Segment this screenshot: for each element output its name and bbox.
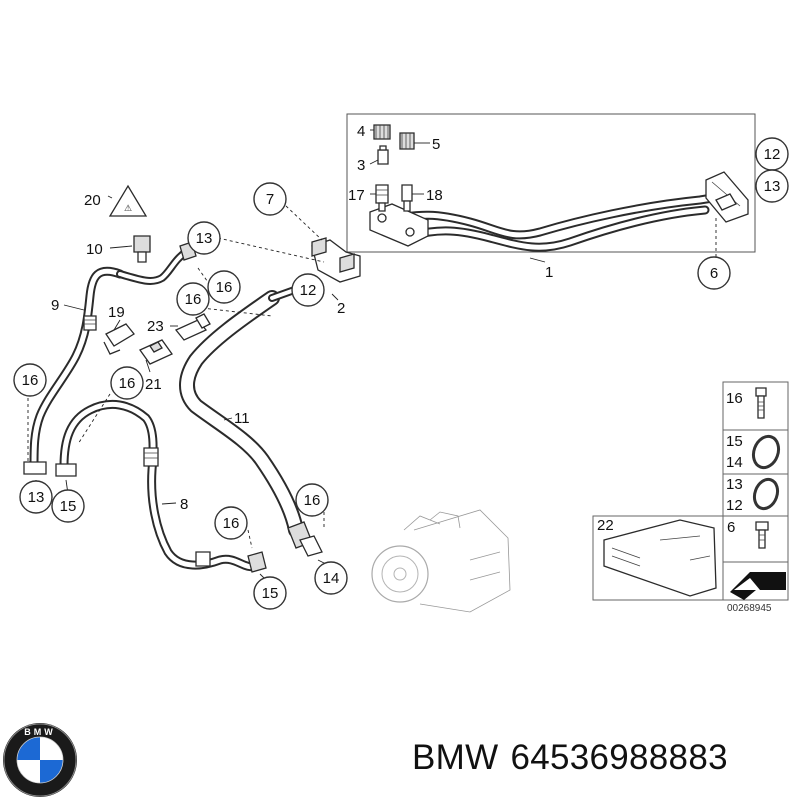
callout-9: 9	[51, 297, 59, 314]
callout-circles	[13, 137, 789, 610]
pipe-upper-link	[116, 241, 197, 285]
callout-14-low: 14	[323, 570, 340, 587]
bracket-2	[311, 237, 361, 283]
callout-14-circle	[314, 561, 348, 595]
part-20-warning-label: ⚠	[108, 184, 148, 217]
callout-13-upper: 13	[764, 178, 781, 195]
callout-1: 1	[545, 264, 553, 281]
callout-12-upper: 12	[764, 146, 781, 163]
part-number: 64536988883	[510, 738, 728, 777]
callout-4: 4	[357, 123, 365, 140]
part-19	[103, 323, 135, 355]
svg-text:⚠: ⚠	[124, 203, 132, 213]
callout-15-bottom: 15	[262, 585, 279, 602]
callout-5: 5	[432, 136, 440, 153]
inset-22: 22	[597, 517, 614, 534]
callout-13-circle	[755, 169, 789, 203]
inset-16: 16	[726, 390, 743, 407]
inset-14: 14	[726, 454, 743, 471]
callout-19: 19	[108, 304, 125, 321]
callout-labels: 1 2 3 4 5 6 7 8 9 10 11 12 13 13 16 16 1…	[22, 123, 781, 602]
callout-16-e: 16	[304, 492, 321, 509]
callout-16-circle	[295, 483, 329, 517]
callout-13-circle	[187, 221, 221, 255]
callout-16-circle	[13, 363, 47, 397]
inset-13: 13	[726, 476, 743, 493]
callout-21: 21	[145, 376, 162, 393]
callout-16-f: 16	[223, 515, 240, 532]
callout-16-c: 16	[22, 372, 39, 389]
block-connector	[369, 203, 429, 247]
callout-16-a: 16	[216, 279, 233, 296]
callout-10: 10	[86, 241, 103, 258]
brand-name: BMW	[412, 738, 499, 777]
callout-2: 2	[337, 300, 345, 317]
callout-13-low: 13	[28, 489, 45, 506]
bmw-roundel-icon: BMW	[3, 723, 77, 797]
callout-6: 6	[710, 265, 718, 282]
callout-20: 20	[84, 192, 101, 209]
leader-lines	[27, 129, 762, 583]
callout-11: 11	[234, 410, 250, 427]
callout-15-circle	[51, 489, 85, 523]
callout-17: 17	[348, 187, 365, 204]
valve-stack-left	[373, 124, 391, 212]
callout-8: 8	[180, 496, 188, 513]
callout-16-circle	[214, 506, 248, 540]
inset-legend: 00268945	[592, 381, 789, 614]
callout-16-circle	[110, 366, 144, 400]
compressor-illustration	[371, 509, 511, 613]
callout-16-circle	[207, 270, 241, 304]
valve-stack-right	[399, 132, 415, 212]
callout-3: 3	[357, 157, 365, 174]
assembly-frame	[346, 113, 756, 253]
callout-6-circle	[697, 256, 731, 290]
callout-15-low: 15	[60, 498, 77, 515]
diagram-number: 00268945	[727, 603, 772, 614]
inset-6: 6	[727, 519, 735, 536]
callout-13-mid: 13	[196, 230, 213, 247]
callout-7: 7	[266, 191, 274, 208]
pipe-8-line	[55, 400, 267, 573]
callout-15-circle	[253, 576, 287, 610]
callout-13-circle	[19, 480, 53, 514]
roundel-text: BMW	[24, 727, 56, 737]
callout-12-mid: 12	[300, 282, 317, 299]
callout-7-circle	[253, 182, 287, 216]
callout-16-circle	[176, 282, 210, 316]
callout-18: 18	[426, 187, 443, 204]
pipe-11-line	[179, 284, 323, 557]
part-21	[139, 339, 173, 365]
part-10-pressure-switch	[133, 235, 151, 263]
inset-12: 12	[726, 497, 743, 514]
callout-16-d: 16	[119, 375, 136, 392]
part-23	[174, 313, 211, 341]
callout-16-b: 16	[185, 291, 202, 308]
callout-12-circle	[291, 273, 325, 307]
flange-6	[705, 171, 749, 223]
callout-23: 23	[147, 318, 164, 335]
pipe-1-line	[375, 191, 730, 252]
inset-15: 15	[726, 433, 743, 450]
part-reference: BMW 64536988883	[412, 738, 740, 778]
pipe-9-line	[23, 266, 125, 475]
